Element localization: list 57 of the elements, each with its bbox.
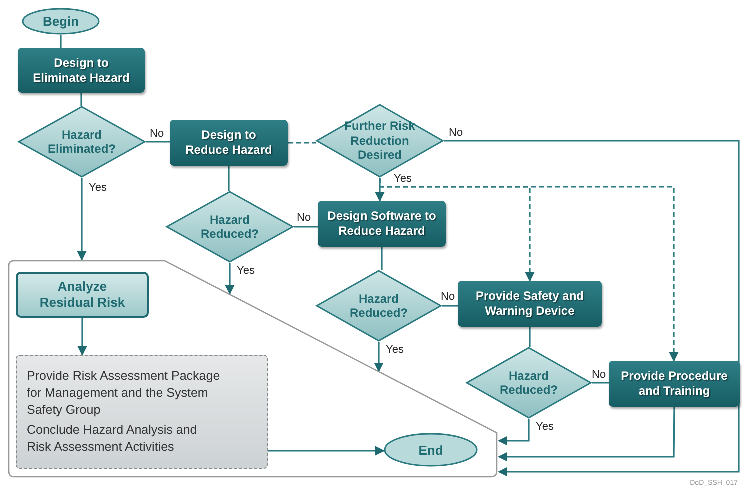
arrow bbox=[225, 263, 235, 295]
node-label: Hazard Reduced? bbox=[200, 212, 260, 242]
edge-label: Yes bbox=[535, 421, 555, 434]
decision-diamond bbox=[18, 106, 146, 178]
node-label: End bbox=[418, 442, 444, 458]
edge-label: Yes bbox=[88, 182, 108, 194]
node-label: Design Software to Reduce Hazard bbox=[326, 209, 438, 239]
node-label: Provide Procedure and Training bbox=[620, 369, 729, 399]
node-label: Design to Reduce Hazard bbox=[184, 128, 274, 158]
edge-label: No bbox=[440, 291, 456, 304]
edge-label: Yes bbox=[385, 344, 405, 356]
connector-line bbox=[228, 166, 230, 191]
node-label: Further Risk Reduction Desired bbox=[344, 119, 416, 163]
edge-label: No bbox=[149, 128, 166, 140]
process-box bbox=[458, 281, 602, 327]
connector-line bbox=[592, 382, 609, 384]
connector-line bbox=[80, 93, 82, 106]
process-box bbox=[609, 361, 740, 407]
decision-diamond bbox=[466, 347, 592, 419]
node-label: Hazard Eliminated? bbox=[46, 128, 117, 156]
note-box bbox=[16, 355, 268, 469]
note-text: Provide Risk Assessment Package for Management and the System Safety Group bbox=[27, 368, 222, 418]
connector-line bbox=[294, 226, 318, 228]
process-box bbox=[16, 272, 149, 318]
arrow bbox=[374, 342, 384, 372]
arrow bbox=[78, 318, 88, 356]
connector-line bbox=[146, 141, 170, 143]
terminal-oval bbox=[384, 433, 478, 467]
arrow bbox=[379, 178, 679, 362]
node-label: Begin bbox=[42, 14, 80, 29]
node-label: Provide Safety and Warning Device bbox=[474, 289, 586, 319]
arrow bbox=[498, 407, 676, 462]
edge-label: No bbox=[591, 369, 608, 382]
node-label: Hazard Reduced? bbox=[498, 368, 559, 398]
process-box bbox=[318, 201, 446, 247]
arrow bbox=[498, 419, 530, 446]
terminal-oval bbox=[22, 8, 100, 35]
process-box bbox=[170, 120, 288, 166]
connector-line bbox=[381, 247, 383, 270]
edge-label: Yes bbox=[393, 173, 413, 186]
arrow bbox=[77, 178, 87, 261]
node-label: Hazard Reduced? bbox=[348, 292, 409, 320]
node-label: Analyze Residual Risk bbox=[38, 278, 126, 312]
note-text: Conclude Hazard Analysis and Risk Assessment Activities bbox=[27, 422, 198, 456]
decision-diamond bbox=[166, 191, 294, 263]
connector-line bbox=[60, 35, 62, 48]
edge-label: No bbox=[296, 212, 312, 224]
node-label: Design to Eliminate Hazard bbox=[32, 56, 131, 86]
decision-diamond bbox=[316, 270, 442, 342]
connector-line bbox=[529, 327, 531, 347]
connector-line bbox=[442, 305, 458, 307]
arrow bbox=[444, 140, 740, 477]
connector-line bbox=[288, 142, 316, 144]
edge-label: No bbox=[448, 127, 464, 140]
process-box bbox=[18, 48, 145, 93]
arrow bbox=[268, 446, 385, 456]
edge-label: Yes bbox=[236, 265, 256, 278]
